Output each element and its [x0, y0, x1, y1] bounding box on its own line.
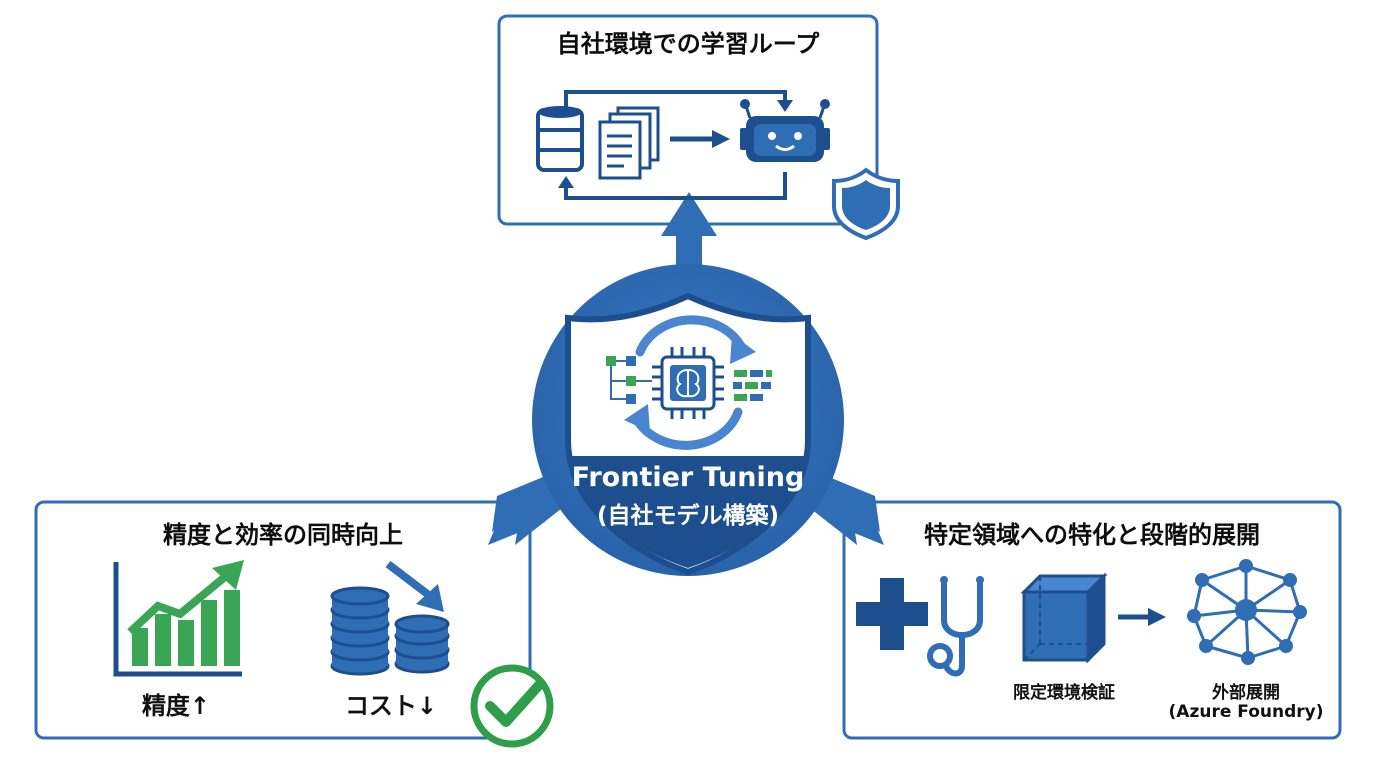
center-subtitle: (自社モデル構築)	[596, 503, 780, 529]
top-panel-title: 自社環境での学習ループ	[556, 30, 820, 58]
medical-cross-icon	[856, 578, 928, 650]
center-title: Frontier Tuning	[571, 462, 805, 493]
arrow-to-network	[1118, 608, 1166, 626]
limited-env-label: 限定環境検証	[1013, 683, 1115, 703]
accuracy-label: 精度↑	[141, 692, 211, 720]
right-panel-title: 特定領域への特化と段階的展開	[924, 521, 1260, 549]
azure-foundry-label: (Azure Foundry)	[1168, 702, 1324, 722]
data-blocks-icon	[733, 370, 772, 401]
external-deploy-label: 外部展開	[1212, 683, 1280, 703]
left-panel-frame	[34, 500, 532, 740]
left-panel-title: 精度と効率の同時向上	[163, 521, 403, 549]
cost-coins-icon	[330, 560, 450, 676]
check-icon	[470, 664, 554, 748]
ai-chip-icon	[652, 347, 724, 419]
training-loop	[564, 90, 787, 200]
flowchart-icon	[606, 356, 652, 404]
documents-icon	[598, 106, 660, 180]
database-icon	[536, 108, 584, 172]
stethoscope-icon	[927, 581, 983, 677]
accuracy-chart-icon	[113, 560, 244, 677]
network-icon	[1187, 559, 1307, 665]
sandbox-cube-icon	[1020, 572, 1108, 664]
cost-label: コスト↓	[344, 692, 438, 720]
robot-icon	[740, 99, 830, 162]
security-shield-icon	[832, 167, 900, 241]
shield-banner	[571, 456, 805, 568]
arrow-to-robot	[670, 130, 730, 148]
